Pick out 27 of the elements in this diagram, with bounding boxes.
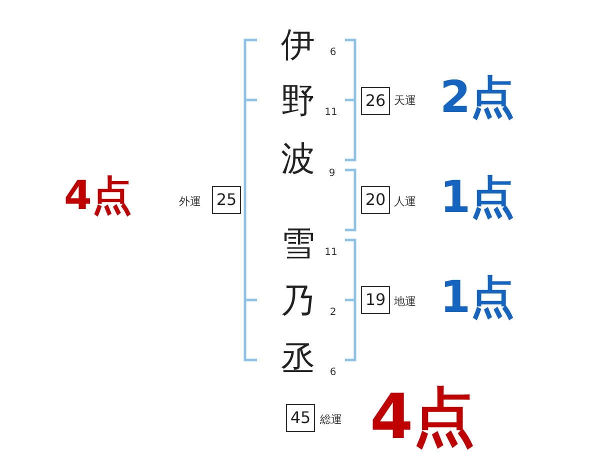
fortune-label: 総運 bbox=[320, 412, 342, 428]
stroke-count: 11 bbox=[324, 248, 338, 258]
score-text: 4点 bbox=[64, 176, 132, 216]
name-character: 野 bbox=[281, 84, 315, 118]
stroke-count: 9 bbox=[328, 169, 336, 179]
fortune-number-box: 20 bbox=[361, 186, 390, 214]
stroke-count: 6 bbox=[330, 48, 336, 58]
score-text: 2点 bbox=[440, 76, 515, 120]
name-character: 雪 bbox=[281, 227, 315, 261]
score-text: 4点 bbox=[370, 386, 476, 448]
fortune-number-box: 19 bbox=[361, 286, 390, 314]
fortune-label: 外運 bbox=[179, 194, 201, 210]
fortune-label: 人運 bbox=[394, 194, 416, 210]
fortune-label: 地運 bbox=[394, 294, 416, 310]
fortune-label: 天運 bbox=[394, 93, 416, 109]
stroke-count: 11 bbox=[324, 108, 338, 118]
name-character: 波 bbox=[281, 142, 315, 176]
stroke-count: 2 bbox=[330, 308, 336, 318]
name-character: 丞 bbox=[281, 342, 315, 376]
score-text: 1点 bbox=[440, 176, 515, 220]
fortune-number-box: 26 bbox=[361, 87, 390, 115]
score-text: 1点 bbox=[440, 276, 515, 320]
stroke-count: 6 bbox=[330, 368, 336, 378]
fortune-number-box: 25 bbox=[212, 186, 241, 214]
fortune-number-box: 45 bbox=[286, 404, 315, 432]
name-character: 伊 bbox=[281, 28, 315, 62]
name-character: 乃 bbox=[281, 284, 315, 318]
